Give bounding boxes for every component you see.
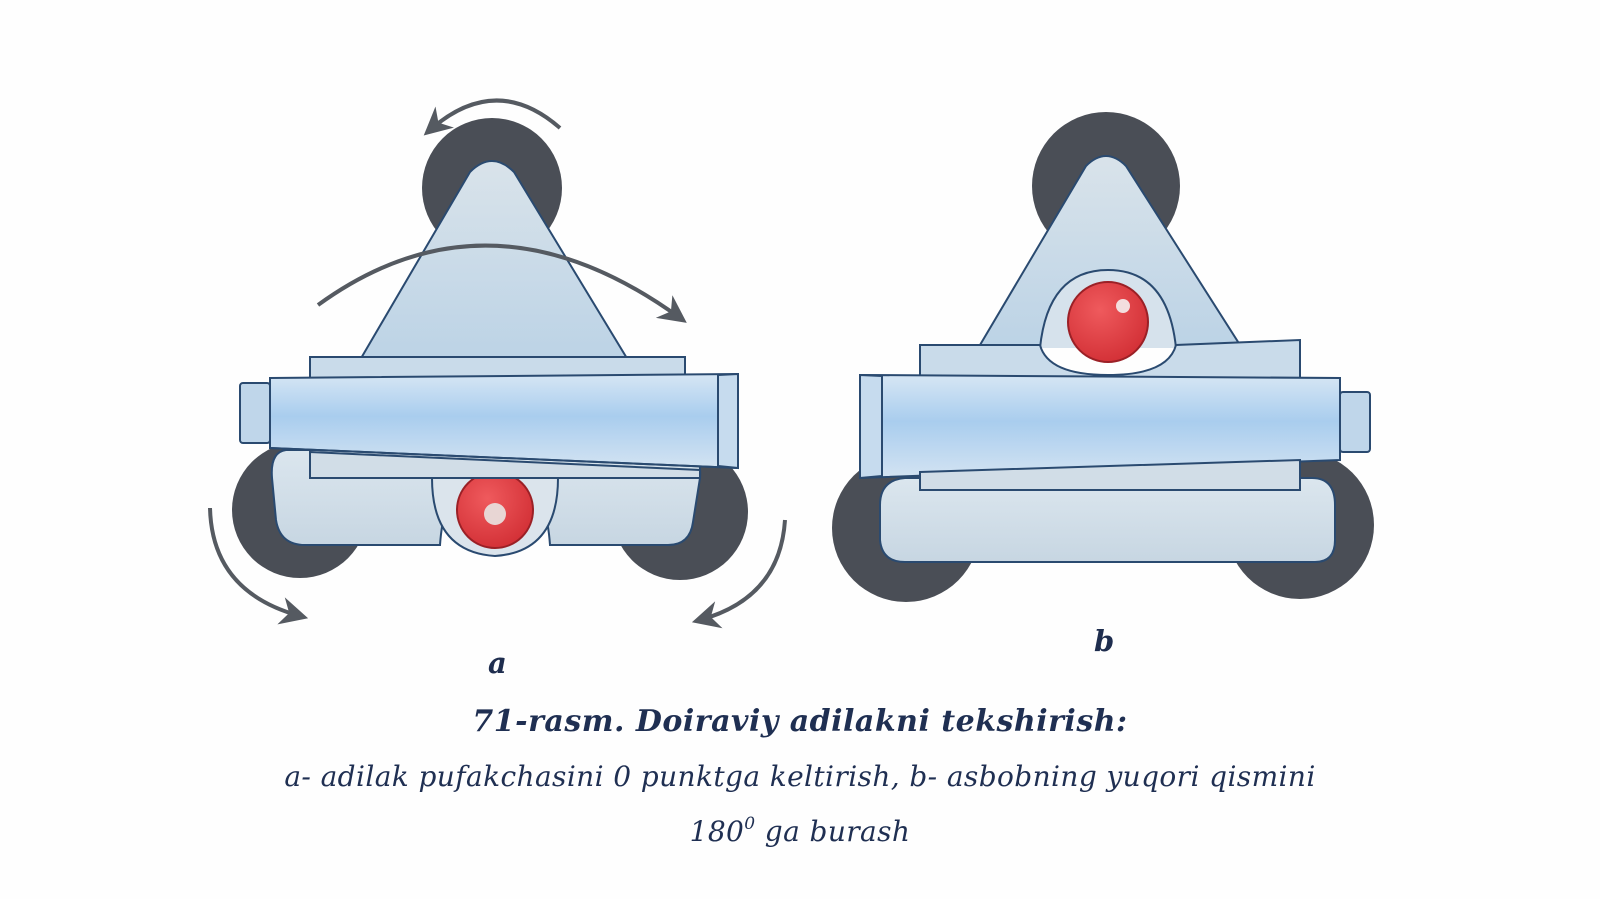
figure-caption-line-1: a- adilak pufakchasini 0 punktga keltiri… <box>284 760 1316 793</box>
panel-label-b: b <box>1094 624 1115 658</box>
upper-plate-b <box>919 338 1301 379</box>
arrow-left-a <box>208 507 309 625</box>
panel-a-instrument <box>208 98 787 629</box>
bubble-center-mark-a <box>484 503 506 525</box>
caption-line-2-text: ga burash <box>755 815 911 848</box>
figure-caption-line-2: 1800 ga burash <box>0 815 1600 848</box>
arrow-right-a <box>691 519 787 629</box>
panel-b-instrument <box>832 112 1374 602</box>
eyepiece-a <box>239 382 271 444</box>
angle-value: 180 <box>689 815 745 848</box>
degree-superscript: 0 <box>744 814 756 834</box>
upper-body-b <box>978 155 1242 346</box>
arrow-top-a <box>423 98 562 136</box>
bubble-highlight-b <box>1116 299 1130 313</box>
panel-label-a: a <box>488 646 507 680</box>
upper-body-a <box>358 160 630 361</box>
eyepiece-b <box>1339 391 1371 453</box>
level-bubble-b <box>1067 281 1149 363</box>
arrow-middle-a <box>316 243 687 323</box>
figure-caption-title: 71-rasm. Doiraviy adilakni tekshirish: <box>472 704 1128 739</box>
base-plate-b <box>879 477 1336 563</box>
